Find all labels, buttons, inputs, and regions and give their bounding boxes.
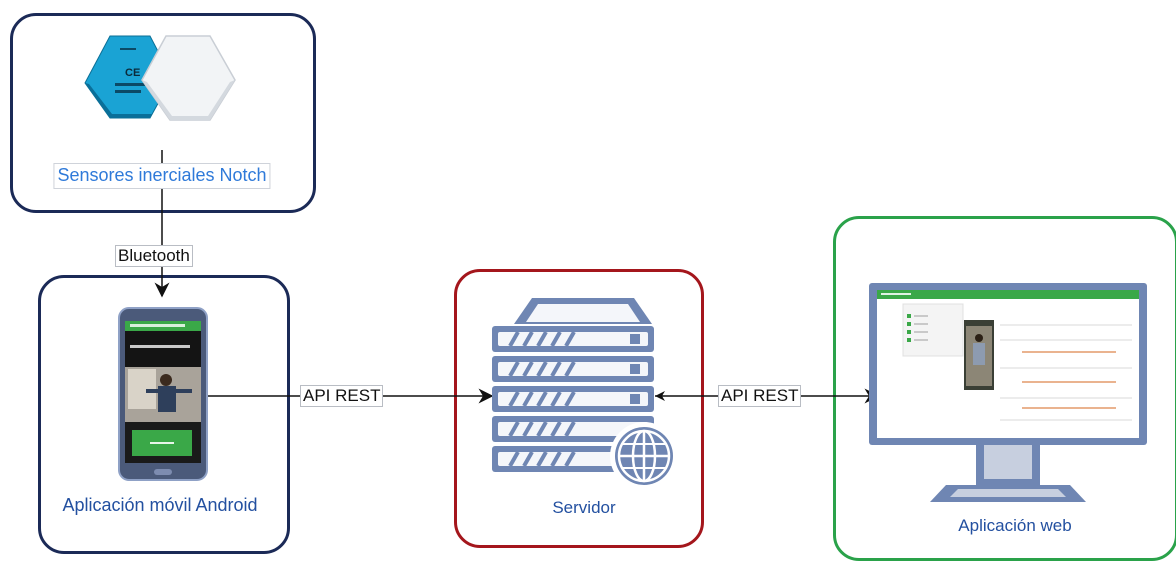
node-server-label: Servidor [552,498,616,517]
node-android-label: Aplicación móvil Android [62,495,258,515]
edge-api-server-web-label: API REST [718,385,802,407]
node-server-box [454,269,704,548]
notch-sensors-icon: CE [84,35,236,121]
edge-api-server-web-arrow-back [655,391,665,401]
svg-text:CE: CE [125,67,140,79]
edge-api-android-server-label: API REST [300,385,384,407]
web-monitor-icon [869,283,1147,502]
edge-bluetooth-label: Bluetooth [115,245,193,267]
server-icon [492,298,678,490]
node-sensors-box [10,13,316,213]
node-web-label: Aplicación web [958,516,1072,535]
android-phone-icon [118,307,208,481]
node-sensors-label: Sensores inerciales Notch [53,163,271,189]
node-android-box [38,275,290,554]
